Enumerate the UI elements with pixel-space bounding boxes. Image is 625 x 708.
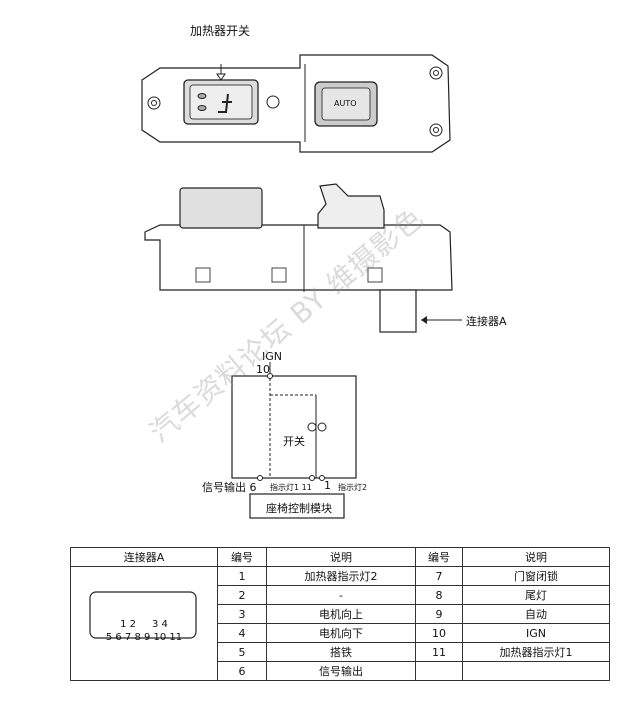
mount-hole-left [147, 96, 161, 110]
mount-hole-right-bottom [429, 123, 443, 137]
indicator2-label: 指示灯2 [338, 483, 368, 492]
heater-led-bottom [197, 105, 207, 111]
mount-hole-mid [266, 95, 280, 109]
table-cell: 加热器指示灯1 [462, 642, 610, 662]
table-cell: 8 [415, 585, 463, 605]
clip-1 [195, 267, 211, 283]
header-no-1: 编号 [217, 547, 267, 567]
heater-led-top [197, 93, 207, 99]
table-cell: 6 [217, 661, 267, 681]
connector-bottom-row: 5 6 7 8 9 10 11 [105, 631, 183, 643]
seat-control-module-box [249, 493, 345, 519]
header-connector: 连接器A [70, 547, 218, 567]
mount-hole-right-top [429, 66, 443, 80]
table-cell: - [266, 585, 416, 605]
table-cell: 尾灯 [462, 585, 610, 605]
header-no-2: 编号 [415, 547, 463, 567]
table-cell: 11 [415, 642, 463, 662]
seat-heater-icon [218, 93, 232, 113]
indicator-led-1 [307, 422, 317, 432]
top-view-outline [141, 54, 451, 153]
auto-mark: AUTO [334, 99, 357, 108]
side-window-switch [317, 183, 385, 229]
heater-switch-label: 加热器开关 [190, 24, 251, 38]
table-cell: 搭铁 [266, 642, 416, 662]
indicator1-label: 指示灯1 11 [270, 483, 312, 492]
connector-a-body [379, 289, 417, 333]
table-cell [415, 661, 463, 681]
connector-cell: 1 2 3 4 5 6 7 8 9 10 11 [70, 566, 218, 681]
clip-3 [367, 267, 383, 283]
table-cell: 7 [415, 566, 463, 586]
table-cell: 10 [415, 623, 463, 643]
switch-label: 开关 [283, 435, 305, 448]
table-cell [462, 661, 610, 681]
table-cell: 5 [217, 642, 267, 662]
pin-table: 连接器A 编号 说明 编号 说明 1 2 3 4 5 6 7 8 9 10 11… [70, 547, 610, 681]
table-cell: 3 [217, 604, 267, 624]
table-cell: 信号输出 [266, 661, 416, 681]
indicator-led-2 [317, 422, 327, 432]
connector-top-row: 1 2 3 4 [120, 618, 168, 630]
table-cell: 电机向下 [266, 623, 416, 643]
pin-1-label: 1 [324, 479, 331, 492]
table-cell: IGN [462, 623, 610, 643]
seat-module-label: 座椅控制模块 [266, 502, 332, 515]
table-cell: 加热器指示灯2 [266, 566, 416, 586]
header-desc-1: 说明 [266, 547, 416, 567]
table-cell: 1 [217, 566, 267, 586]
ign-label: IGN [262, 350, 282, 363]
table-cell: 电机向上 [266, 604, 416, 624]
table-cell: 4 [217, 623, 267, 643]
header-desc-2: 说明 [462, 547, 610, 567]
clip-2 [271, 267, 287, 283]
connector-a-label: 连接器A [466, 315, 507, 328]
table-cell: 自动 [462, 604, 610, 624]
table-cell: 门窗闭锁 [462, 566, 610, 586]
side-heater-button [179, 187, 263, 229]
table-cell: 9 [415, 604, 463, 624]
signal-output-label: 信号输出 6 [202, 481, 257, 494]
switch-box [231, 375, 357, 479]
table-cell: 2 [217, 585, 267, 605]
pin-10-label: 10 [256, 363, 270, 376]
